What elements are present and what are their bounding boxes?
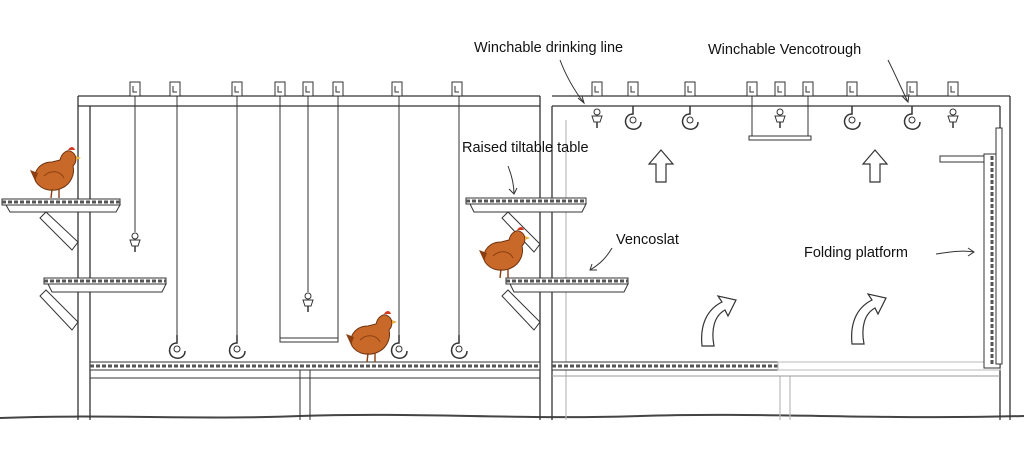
ghost-frame: [565, 120, 791, 420]
winch-hook-icon: [228, 334, 246, 359]
folding-platform: [939, 127, 1003, 369]
winch-hook-icon: [450, 334, 468, 359]
vencoslat-table: [501, 277, 629, 331]
raised-tiltable-table: [465, 197, 587, 253]
label-raised-tiltable-table: Raised tiltable table: [462, 140, 589, 156]
trough-left: [279, 337, 339, 343]
winch-hook-icon: [624, 105, 642, 130]
right-house-frame: [552, 95, 1011, 420]
up-arrow-icon: [862, 149, 888, 183]
left-upper-table: [1, 198, 121, 251]
hen-icon: [345, 310, 398, 363]
winch-hook-icon: [843, 105, 861, 130]
nipple-drinker-icon: [129, 232, 141, 253]
nipple-drinker-icon: [947, 108, 959, 129]
winch-hook-icon: [390, 334, 408, 359]
label-winchable-vencotrough: Winchable Vencotrough: [708, 42, 862, 58]
up-arrow-icon: [648, 149, 674, 183]
curved-arrow-icon: [851, 293, 887, 345]
label-folding-platform: Folding platform: [804, 245, 908, 261]
nipple-drinker-icon: [774, 108, 786, 129]
left-lower-table: [39, 277, 167, 331]
leader-lines: [507, 59, 975, 271]
winch-hook-icon: [903, 105, 921, 130]
floor-slat-right: [551, 361, 1001, 377]
left-winch-lines: [129, 81, 463, 338]
winch-hook-icon: [681, 105, 699, 130]
hen-icon: [29, 146, 82, 199]
right-winch-lines: [591, 81, 959, 136]
nipple-drinker-icon: [302, 292, 314, 313]
label-vencoslat: Vencoslat: [616, 232, 679, 248]
label-winchable-drinking-line: Winchable drinking line: [474, 40, 624, 56]
trough-raised: [748, 135, 812, 141]
floor-slat-left: [89, 361, 541, 420]
left-house-frame: [77, 95, 553, 420]
winch-hook-icon: [168, 334, 186, 359]
hen-icon: [478, 226, 531, 279]
nipple-drinker-icon: [591, 108, 603, 129]
curved-arrow-icon: [701, 295, 737, 347]
ground-line: [0, 413, 1024, 419]
